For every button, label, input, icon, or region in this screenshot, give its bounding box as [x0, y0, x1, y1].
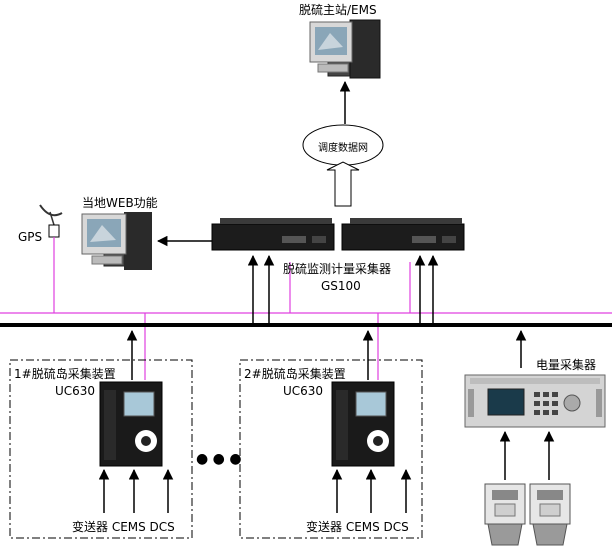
power-collector-device: [464, 374, 606, 428]
energy-meter-1: [484, 483, 526, 546]
inputs1-label: 变送器 CEMS DCS: [72, 520, 175, 534]
island1-title: 1#脱硫岛采集装置: [14, 367, 116, 381]
gs100-unit-right: [341, 218, 465, 251]
collector-name-label: 脱硫监测计量采集器: [283, 262, 392, 276]
island1-model: UC630: [55, 384, 96, 398]
gps-label: GPS: [18, 230, 43, 244]
island2-dashed-box: [239, 359, 423, 539]
island2-model: UC630: [283, 384, 324, 398]
island1-dashed-box: [9, 359, 193, 539]
island2-title: 2#脱硫岛采集装置: [244, 367, 346, 381]
uc630-device-1: [99, 381, 163, 467]
energy-meter-2: [529, 483, 571, 546]
master-station-computer: [309, 19, 381, 79]
hollow-up-arrow: [326, 161, 360, 207]
inputs2-label: 变送器 CEMS DCS: [306, 520, 409, 534]
gps-dish-icon: [39, 204, 63, 238]
master-station-label: 脱硫主站/EMS: [299, 3, 377, 17]
power-collector-label: 电量采集器: [536, 358, 597, 372]
dispatch-network-label: 调度数据网: [318, 143, 368, 154]
gs100-unit-left: [211, 218, 335, 251]
collector-model-label: GS100: [321, 279, 361, 293]
uc630-device-2: [331, 381, 395, 467]
ellipsis-dots: ● ● ●: [196, 451, 242, 467]
local-web-computer: [81, 212, 152, 270]
local-web-label: 当地WEB功能: [82, 196, 158, 210]
